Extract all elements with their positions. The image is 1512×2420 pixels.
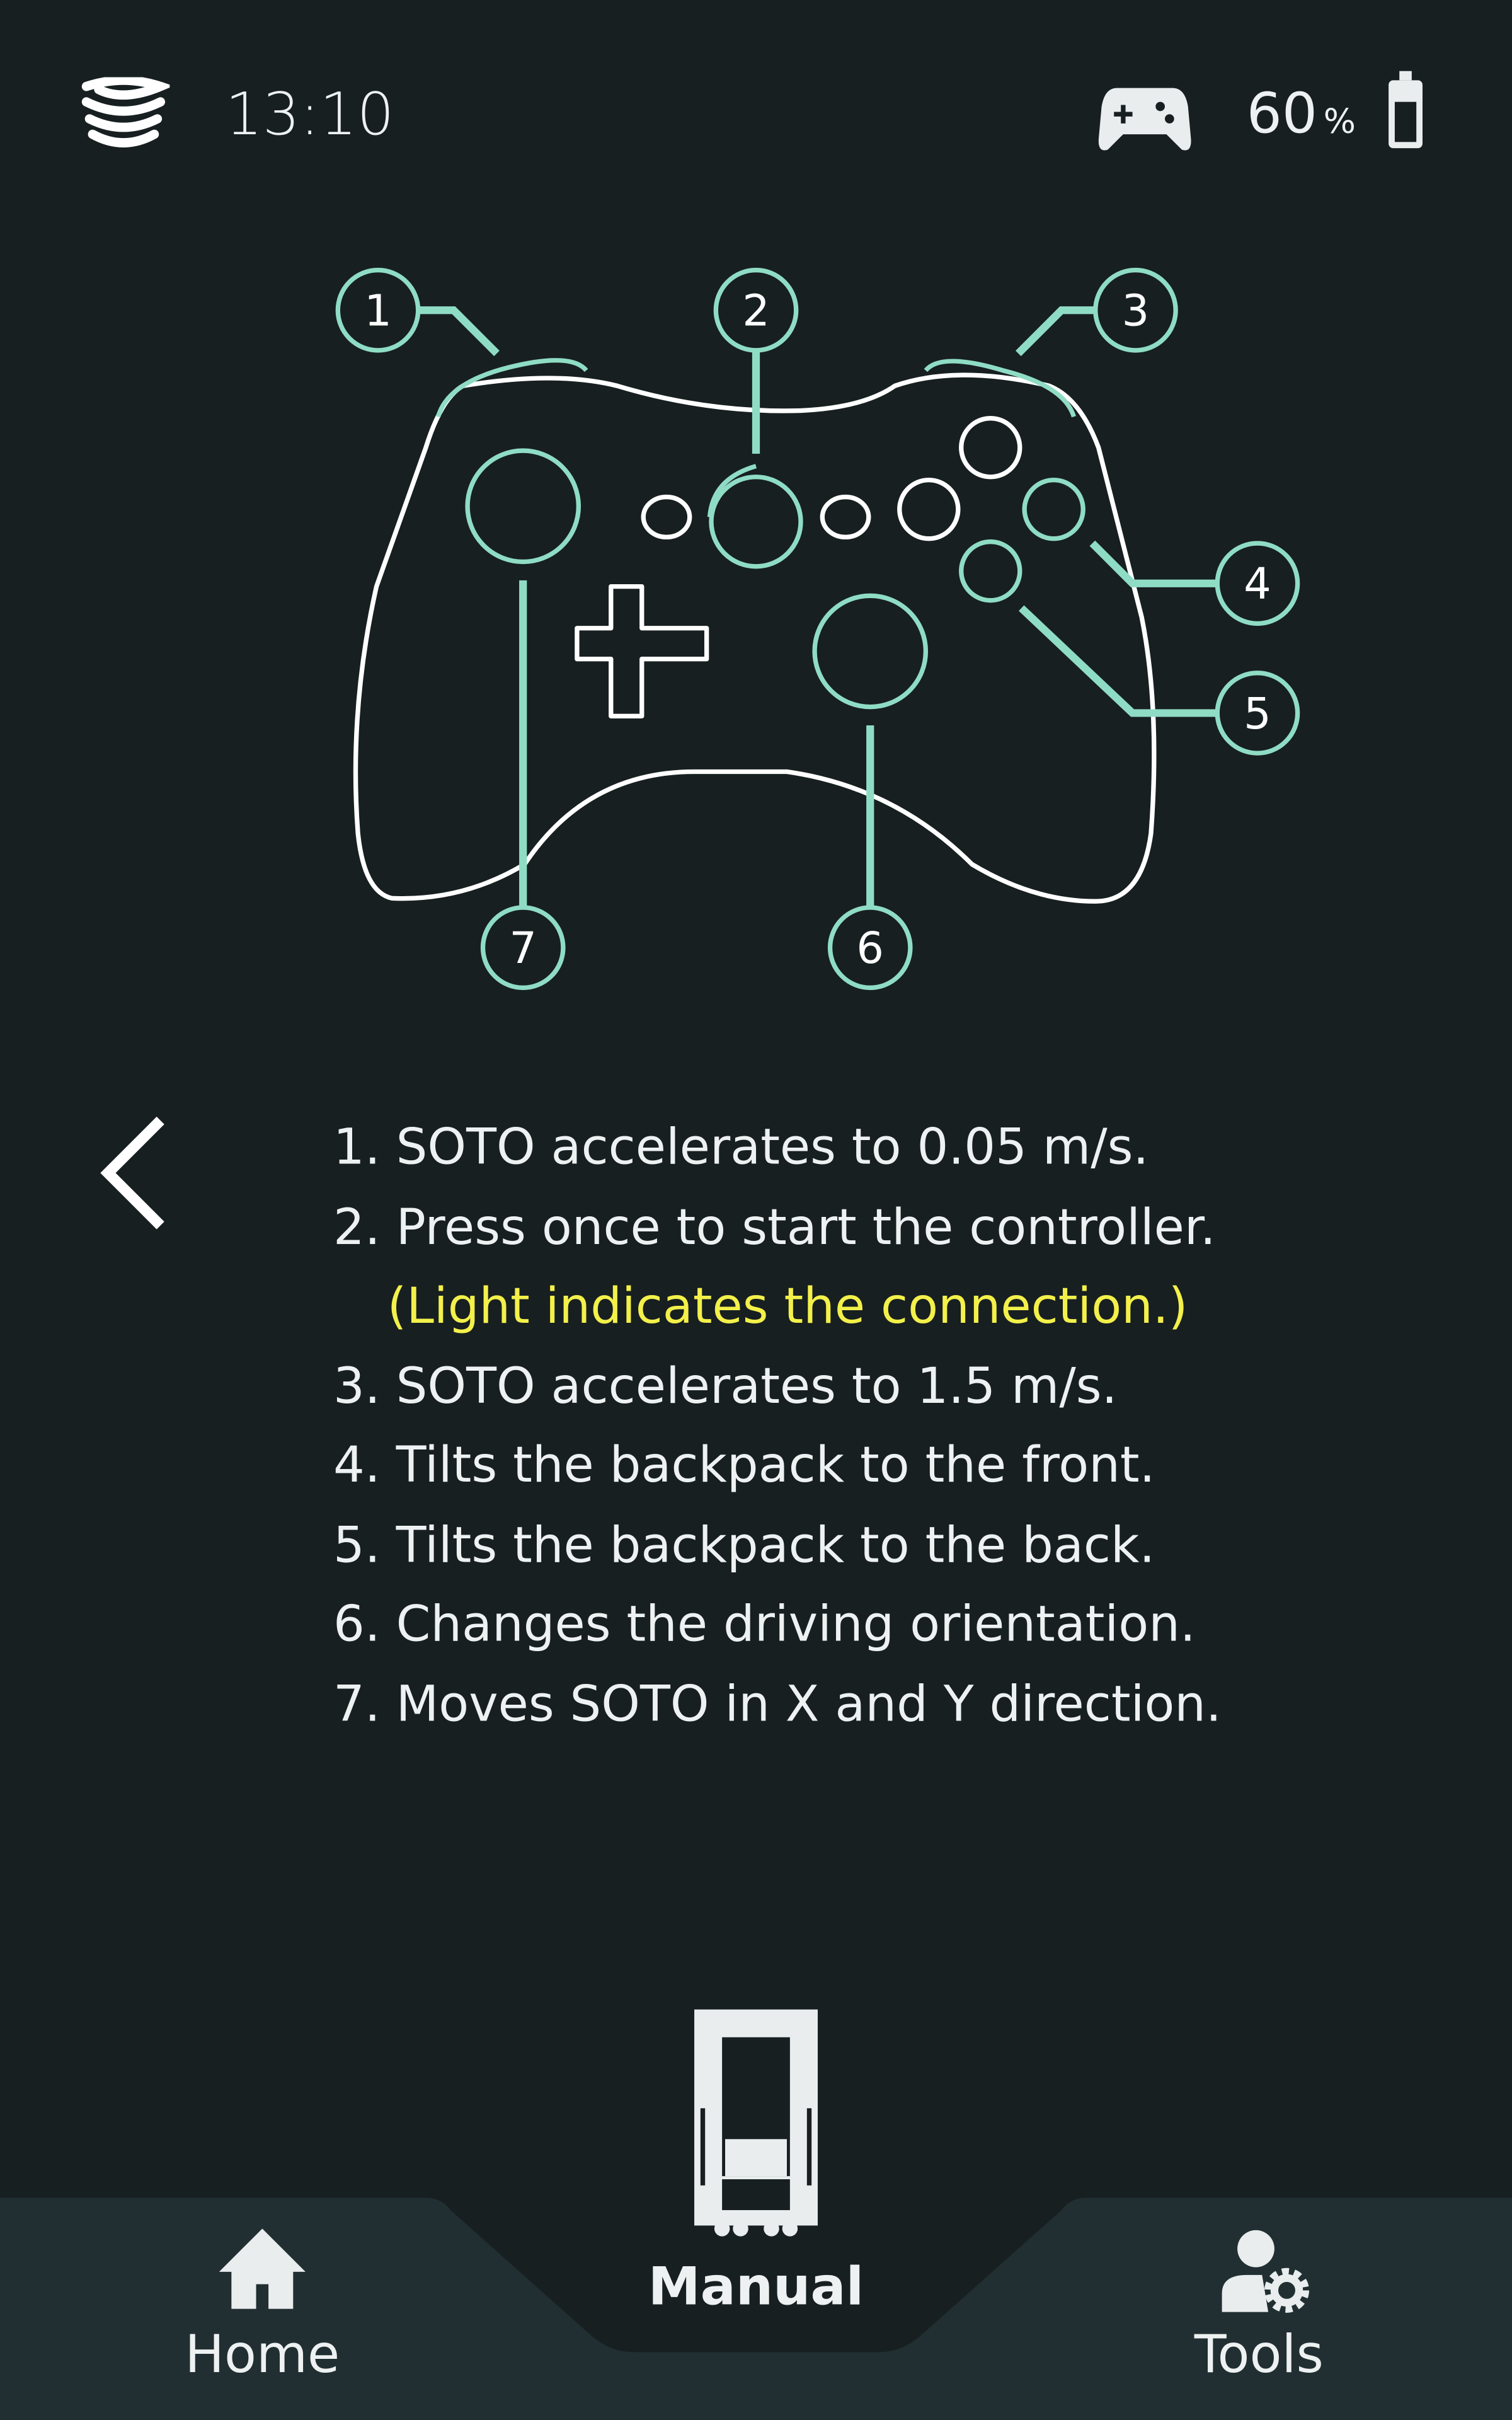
nav-manual-label: Manual — [648, 2256, 864, 2319]
bottom-nav: Home Tools — [0, 2192, 1512, 2420]
nav-manual[interactable]: Manual — [602, 2007, 910, 2331]
instruction-item: 1. SOTO accelerates to 0.05 m/s. — [333, 1117, 1149, 1177]
instruction-item: 5. Tilts the backpack to the back. — [333, 1514, 1155, 1574]
callout-3: 3 — [1122, 286, 1150, 337]
nav-home[interactable]: Home — [108, 2192, 416, 2420]
instruction-item: 7. Moves SOTO in X and Y direction. — [333, 1673, 1222, 1733]
home-icon — [219, 2228, 306, 2309]
callout-4: 4 — [1244, 559, 1271, 609]
instruction-item: 3. SOTO accelerates to 1.5 m/s. — [333, 1356, 1118, 1415]
nav-tools-label: Tools — [1194, 2324, 1324, 2387]
tools-icon — [1222, 2230, 1309, 2313]
controller-diagram: 1 2 3 4 5 6 7 — [335, 267, 1300, 991]
instruction-item: 6. Changes the driving orientation. — [333, 1594, 1196, 1653]
battery-icon — [1389, 71, 1423, 149]
callout-6: 6 — [856, 923, 884, 974]
nav-home-label: Home — [185, 2324, 340, 2387]
instruction-note: (Light indicates the connection.) — [387, 1276, 1188, 1335]
battery-unit: % — [1323, 103, 1356, 142]
nav-background — [0, 2198, 1512, 2420]
battery-value: 60 — [1246, 83, 1317, 147]
battery-percent: 60% — [1247, 83, 1356, 146]
callout-2: 2 — [742, 286, 770, 337]
instruction-item: 4. Tilts the backpack to the front. — [333, 1435, 1155, 1494]
logo-icon — [81, 77, 170, 147]
soto-robot-icon — [694, 2009, 818, 2237]
callout-1: 1 — [364, 286, 392, 337]
controller-body — [353, 372, 1157, 904]
instructions-list: 1. SOTO accelerates to 0.05 m/s. 2. Pres… — [333, 1108, 1222, 1744]
callout-5: 5 — [1244, 689, 1271, 739]
callout-circles — [335, 267, 1300, 991]
gamepad-icon — [1098, 88, 1191, 151]
callout-7: 7 — [509, 923, 537, 974]
clock: 13:10 — [225, 80, 394, 149]
nav-tools[interactable]: Tools — [1104, 2192, 1413, 2420]
back-chevron-icon[interactable] — [93, 1114, 173, 1238]
instruction-item: 2. Press once to start the controller. — [333, 1197, 1216, 1256]
